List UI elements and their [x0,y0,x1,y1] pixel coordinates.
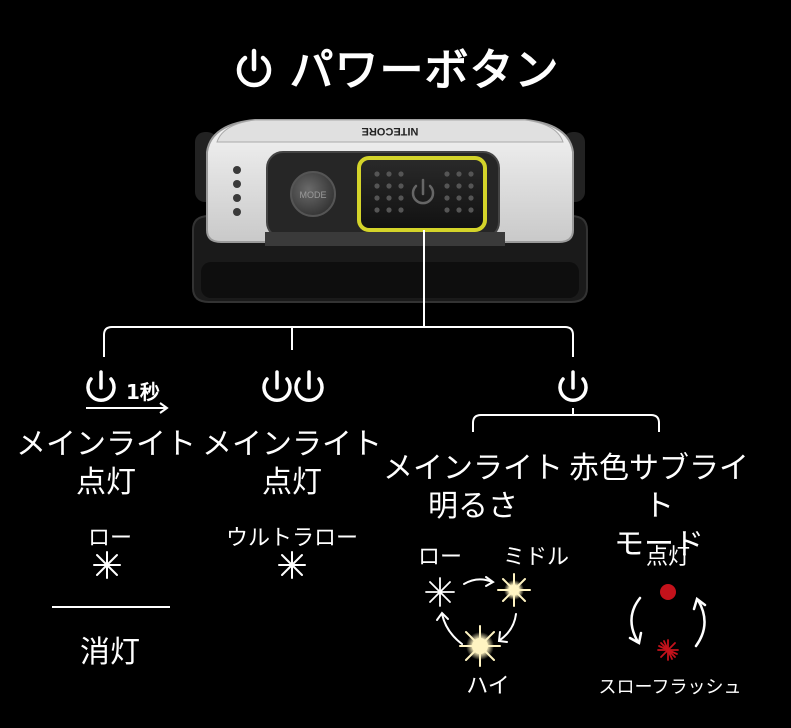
mid-icon [497,573,531,607]
level-high-label: ハイ [466,674,510,699]
brand-text: NITECORE [362,125,419,137]
power-hold-icon [86,370,169,414]
ultralow-light-icon [278,551,306,579]
title-text: パワーボタン [289,45,560,96]
device-power-icon [411,178,435,205]
brightness-cycle [425,573,531,667]
red-flash-label: スローフラッシュ [598,677,742,698]
high-icon [459,625,501,667]
low-light-icon [93,551,121,579]
branch1-level: ロー [87,526,132,551]
power-icon [236,48,271,88]
low-icon [425,577,455,607]
hold-time-label: 1秒 [126,380,160,404]
mode-button [290,171,336,217]
red-flash-icon [657,639,679,661]
branch2-level: ウルトラロー [225,526,358,551]
off-label: 消灯 [80,635,140,670]
red-mode-cycle [628,584,707,661]
page-title: パワーボタン [0,34,791,98]
branch1-label: メインライト 点灯 [16,427,196,500]
level-mid-label: ミドル [502,545,569,570]
red-mode-label: 赤色サブライト モード [569,451,749,562]
double-press-icon [262,370,324,403]
level-low-label: ロー [417,545,462,570]
single-press-icon [558,370,588,403]
svg-text:MODE: MODE [300,190,327,200]
brightness-label: メインライト 明るさ [383,451,563,524]
red-steady-label: 点灯 [645,545,690,570]
branch2-label: メインライト 点灯 [202,427,382,500]
red-steady-icon [660,584,676,600]
headlamp-illustration: NITECORE MODE [192,119,588,303]
